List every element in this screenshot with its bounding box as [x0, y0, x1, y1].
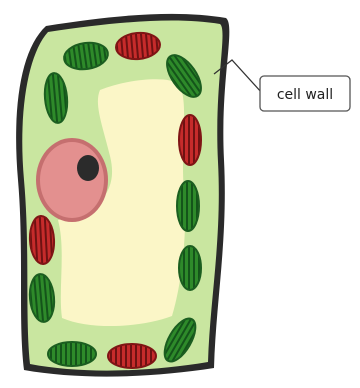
nucleus: [36, 138, 108, 222]
chloroplast-green: [177, 181, 199, 231]
chloroplast-green: [48, 342, 96, 366]
chloroplast-red: [179, 115, 201, 165]
chloroplast-green: [179, 246, 201, 290]
nucleolus: [77, 155, 99, 181]
chloroplast-red: [108, 344, 156, 368]
callout-label: cell wall: [277, 87, 333, 103]
